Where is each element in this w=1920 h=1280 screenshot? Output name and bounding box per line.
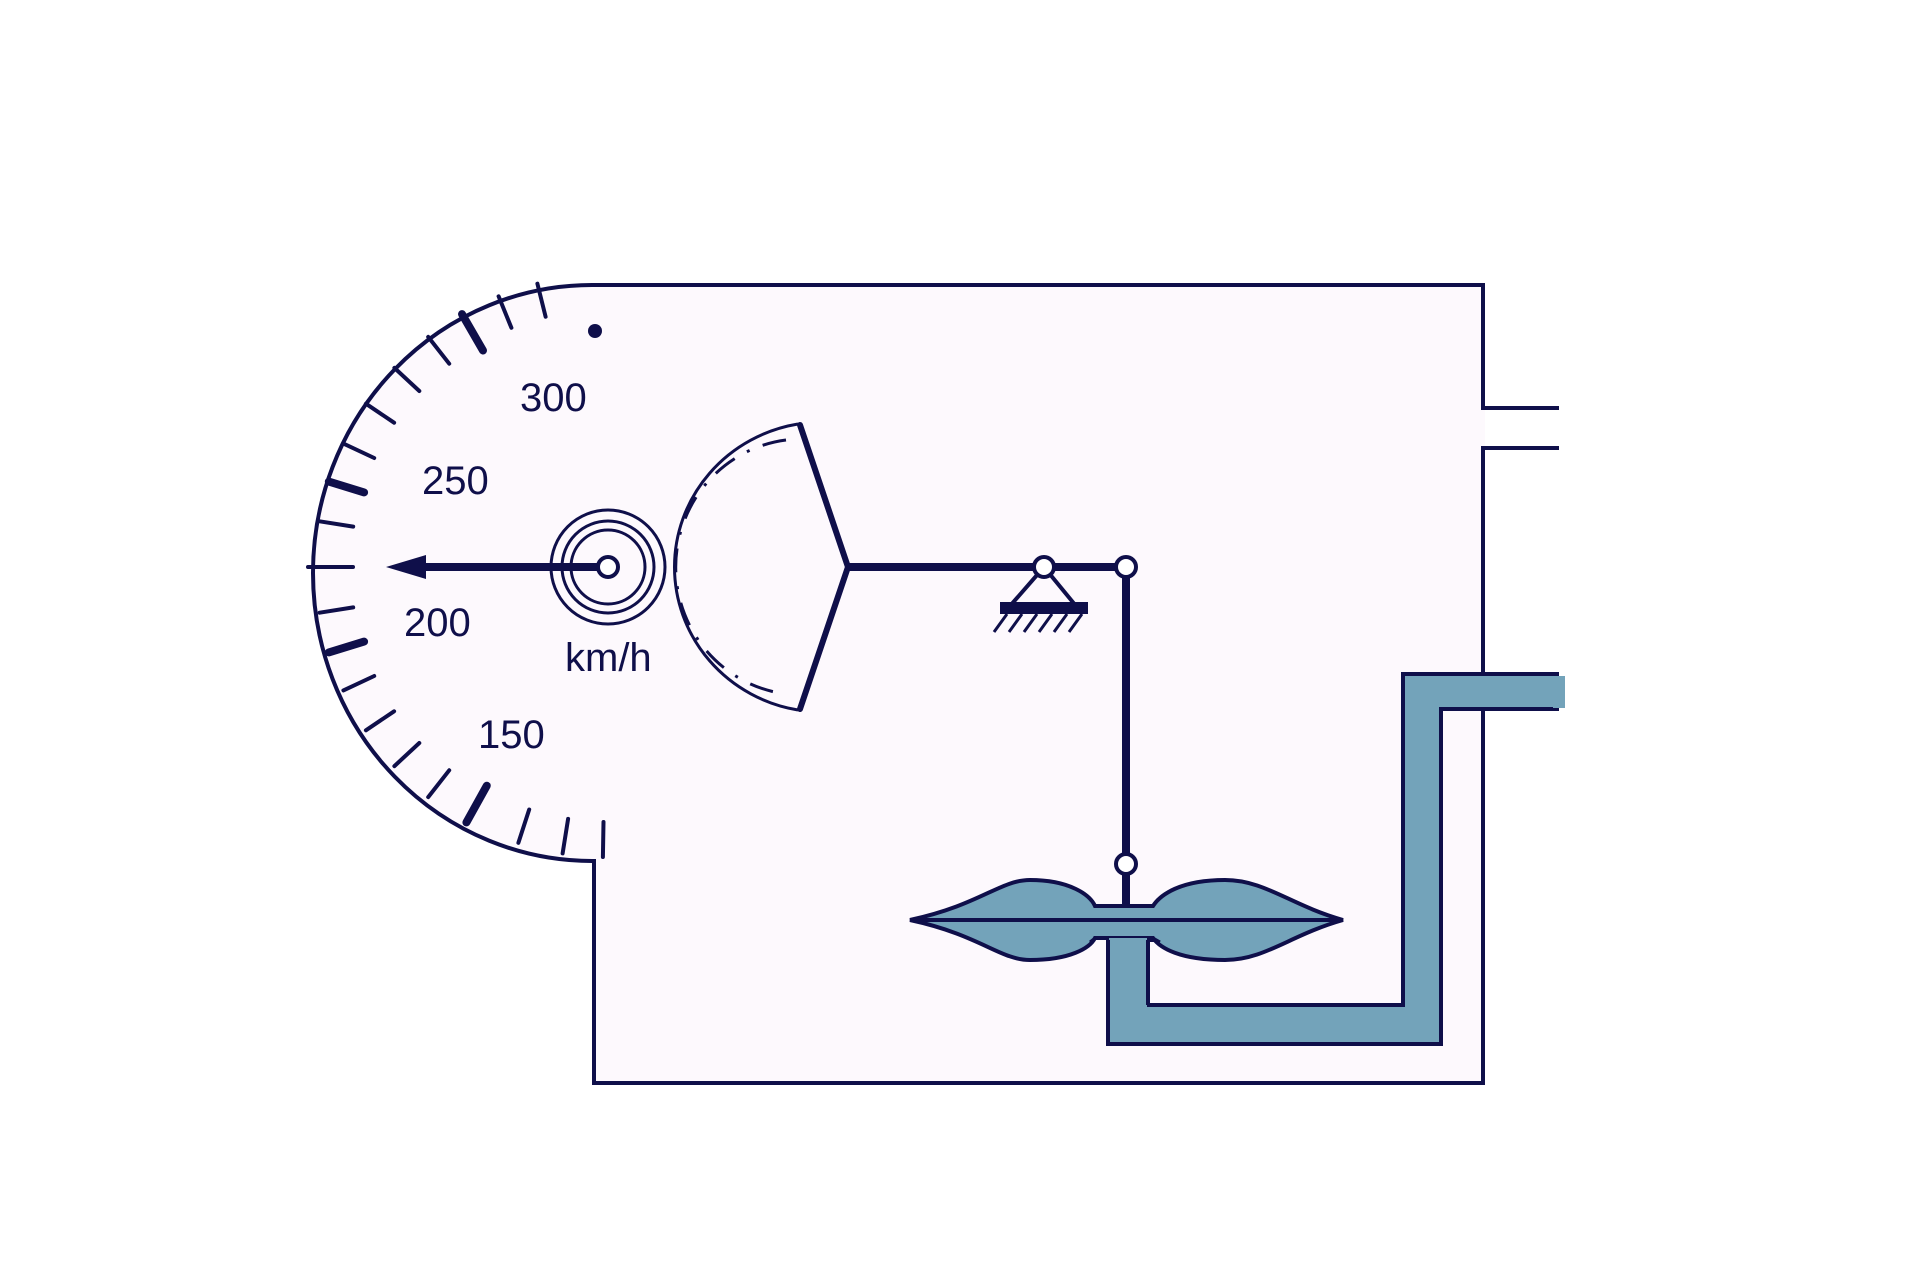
- scale-label-150: 150: [478, 713, 545, 757]
- gear-sector: [672, 422, 852, 712]
- dial-tick: [535, 281, 548, 319]
- dial-tick: [600, 820, 606, 859]
- port-gap-top: [1485, 410, 1565, 446]
- dial-stop-dot: [588, 324, 602, 338]
- capsule-inlet: [1109, 938, 1147, 1008]
- capsule-inlet-outline: [1106, 940, 1150, 1044]
- scale-label-200: 200: [404, 601, 471, 645]
- tube-opening-cover: [1553, 676, 1565, 708]
- dial-tick: [516, 807, 532, 845]
- dial-tick: [458, 310, 487, 355]
- dial-tick: [363, 709, 397, 733]
- scale-label-300: 300: [520, 376, 587, 420]
- dial-tick: [426, 334, 452, 366]
- housing-body: [311, 283, 1559, 1085]
- pointer-hub: [596, 555, 620, 579]
- dial-tick: [324, 637, 369, 657]
- dial-tick-marks: [306, 281, 606, 859]
- pivot-base: [1000, 602, 1088, 614]
- lever-rod-joint: [1114, 555, 1138, 579]
- dial-tick: [317, 519, 356, 529]
- dial-tick: [363, 401, 397, 425]
- pivot-support: [992, 555, 1088, 633]
- dial-tick: [462, 781, 491, 827]
- pointer-arrowhead: [386, 555, 426, 579]
- pointer: [386, 555, 620, 579]
- pivot-joint: [1032, 555, 1056, 579]
- dial-tick: [324, 477, 369, 497]
- dial-tick: [341, 674, 377, 693]
- unit-label: km/h: [565, 636, 652, 680]
- dial-tick: [560, 816, 571, 856]
- dial-tick: [392, 365, 422, 393]
- sector-arms: [797, 422, 852, 712]
- dial-tick: [496, 294, 514, 330]
- capsule-inlet-top: [1089, 936, 1161, 944]
- ground-hatching: [992, 613, 1084, 633]
- capsule-upper: [909, 877, 1344, 922]
- capsule-link-joint: [1114, 852, 1138, 876]
- sector-teeth-arc: [674, 438, 787, 696]
- dial-tick: [426, 768, 452, 800]
- dial-tick: [341, 441, 377, 460]
- dial-tick: [317, 605, 356, 615]
- dial-tick: [392, 741, 422, 769]
- scale-label-250: 250: [422, 459, 489, 503]
